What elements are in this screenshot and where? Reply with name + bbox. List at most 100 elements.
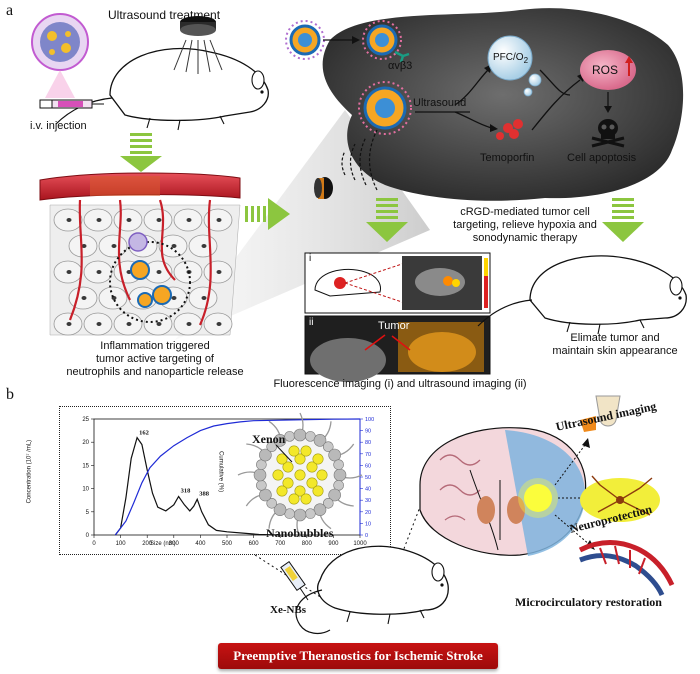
- panel-a-letter: a: [6, 2, 14, 19]
- xenon-atom: [282, 477, 294, 489]
- syringe-icon: [39, 99, 104, 109]
- arrow-temo-ros: [531, 79, 581, 131]
- xenon-atom: [306, 461, 318, 473]
- xenon-atom: [294, 453, 306, 465]
- x-tick-label: 700: [275, 541, 286, 547]
- peak-label: 162: [139, 430, 149, 437]
- cumulative-line: [114, 418, 361, 536]
- x-tick-label: 500: [222, 541, 233, 547]
- temoporfin-molecules: [496, 119, 523, 140]
- transducer-disk: [314, 177, 333, 199]
- shell-lipid: [259, 448, 272, 462]
- xenon-atom: [306, 477, 318, 489]
- mouse-outcome: [477, 255, 687, 335]
- shell-lipid: [273, 503, 287, 516]
- shell-lipid: [333, 459, 344, 470]
- y2-tick-label: 10: [365, 521, 371, 527]
- mouse-panel-b: [295, 545, 449, 635]
- label-roman-ii: ii: [309, 317, 314, 328]
- xenon-atom: [300, 493, 312, 505]
- xenon-atom: [276, 485, 288, 497]
- cell-nucleus: [66, 270, 72, 274]
- y2-tick-label: 0: [365, 533, 368, 539]
- nanoparticle-with-coating: [285, 20, 325, 60]
- shell-lipid: [333, 468, 347, 482]
- shell-lipid: [313, 434, 327, 447]
- y-tick-label: 5: [86, 510, 90, 516]
- arrow-pfc-ros: [539, 69, 571, 96]
- xenon-atom: [288, 445, 300, 457]
- shell-lipid: [313, 503, 327, 516]
- label-integrin: αvβ3: [388, 60, 413, 72]
- label-ultrasound-treatment: Ultrasound treatment: [108, 8, 221, 22]
- label-ros: ROS: [592, 63, 619, 77]
- cell-nucleus: [126, 322, 132, 326]
- x-tick-label: 900: [328, 541, 339, 547]
- cell-nucleus: [96, 322, 102, 326]
- ros-blob: [580, 50, 636, 90]
- x-tick-label: 600: [249, 541, 260, 547]
- cell-nucleus: [216, 270, 222, 274]
- shell-lipid: [273, 434, 287, 447]
- green-arrow-down-3: [602, 198, 644, 242]
- green-arrow-down-2: [366, 198, 408, 242]
- microvessel-icon: [578, 540, 675, 597]
- cell-nucleus: [216, 218, 222, 222]
- label-temoporfin: Temoporfin: [480, 152, 535, 164]
- shell-lipid: [293, 508, 307, 522]
- y-tick-label: 25: [82, 417, 89, 423]
- y2-tick-label: 60: [365, 463, 371, 469]
- shell-lipid: [253, 468, 267, 482]
- fluorescence-colorbar: [484, 258, 488, 308]
- cell-nucleus: [81, 296, 87, 300]
- label-roman-i: i: [309, 253, 312, 264]
- pfc-text: PFC/O: [493, 52, 524, 63]
- cell-nucleus: [186, 218, 192, 222]
- xenon-atom: [312, 485, 324, 497]
- y-tick-label: 10: [82, 487, 89, 493]
- y2-tick-label: 40: [365, 487, 371, 493]
- x-tick-label: 200: [142, 541, 153, 547]
- label-cell-apoptosis: Cell apoptosis: [567, 152, 637, 164]
- cell-nucleus: [171, 244, 177, 248]
- y2-tick-label: 70: [365, 452, 371, 458]
- label-pfc-o2: PFC/O2: [493, 52, 528, 66]
- cell-nucleus: [156, 218, 162, 222]
- targeting-ring: [109, 241, 191, 323]
- neuron-icon: [580, 475, 660, 522]
- cell-nucleus: [66, 322, 72, 326]
- nanobubble-illustration: [237, 412, 363, 538]
- label-crgd: cRGD-mediated tumor cell targeting, reli…: [453, 206, 597, 245]
- panel-b-letter: b: [6, 386, 14, 403]
- x-tick-label: 300: [169, 541, 180, 547]
- green-arrow-right: [245, 198, 290, 230]
- y-tick-label: 15: [82, 463, 89, 469]
- cell-nucleus: [96, 270, 102, 274]
- y2-tick-label: 50: [365, 475, 371, 481]
- xenon-atom: [312, 453, 324, 465]
- cell-nucleus: [96, 218, 102, 222]
- arrow-to-temoporfin: [454, 111, 493, 129]
- shell-lipid: [305, 508, 316, 519]
- chart-xlabel: Size (nm): [150, 541, 176, 547]
- ultrasound-probe-icon: [580, 395, 621, 432]
- y-tick-label: 20: [82, 440, 89, 446]
- cell-nucleus: [171, 296, 177, 300]
- label-outcome: Elimate tumor and maintain skin appearan…: [552, 332, 678, 358]
- y2-tick-label: 20: [365, 510, 371, 516]
- shell-lipid: [328, 488, 341, 502]
- label-inflammation: Inflammation triggered tumor active targ…: [66, 340, 244, 379]
- cell-nucleus: [126, 218, 132, 222]
- skull-icon: [591, 119, 625, 148]
- y-tick-label: 0: [86, 533, 90, 539]
- x-tick-label: 400: [195, 541, 206, 547]
- xenon-atom: [288, 493, 300, 505]
- xenon-atom: [316, 469, 328, 481]
- y2-tick-label: 100: [365, 417, 374, 423]
- cell-nucleus: [81, 244, 87, 248]
- nanoparticle-magnified: [31, 13, 89, 98]
- x-tick-label: 100: [116, 541, 127, 547]
- shell-lipid: [322, 497, 334, 509]
- title-banner: Preemptive Theranostics for Ischemic Str…: [218, 643, 498, 669]
